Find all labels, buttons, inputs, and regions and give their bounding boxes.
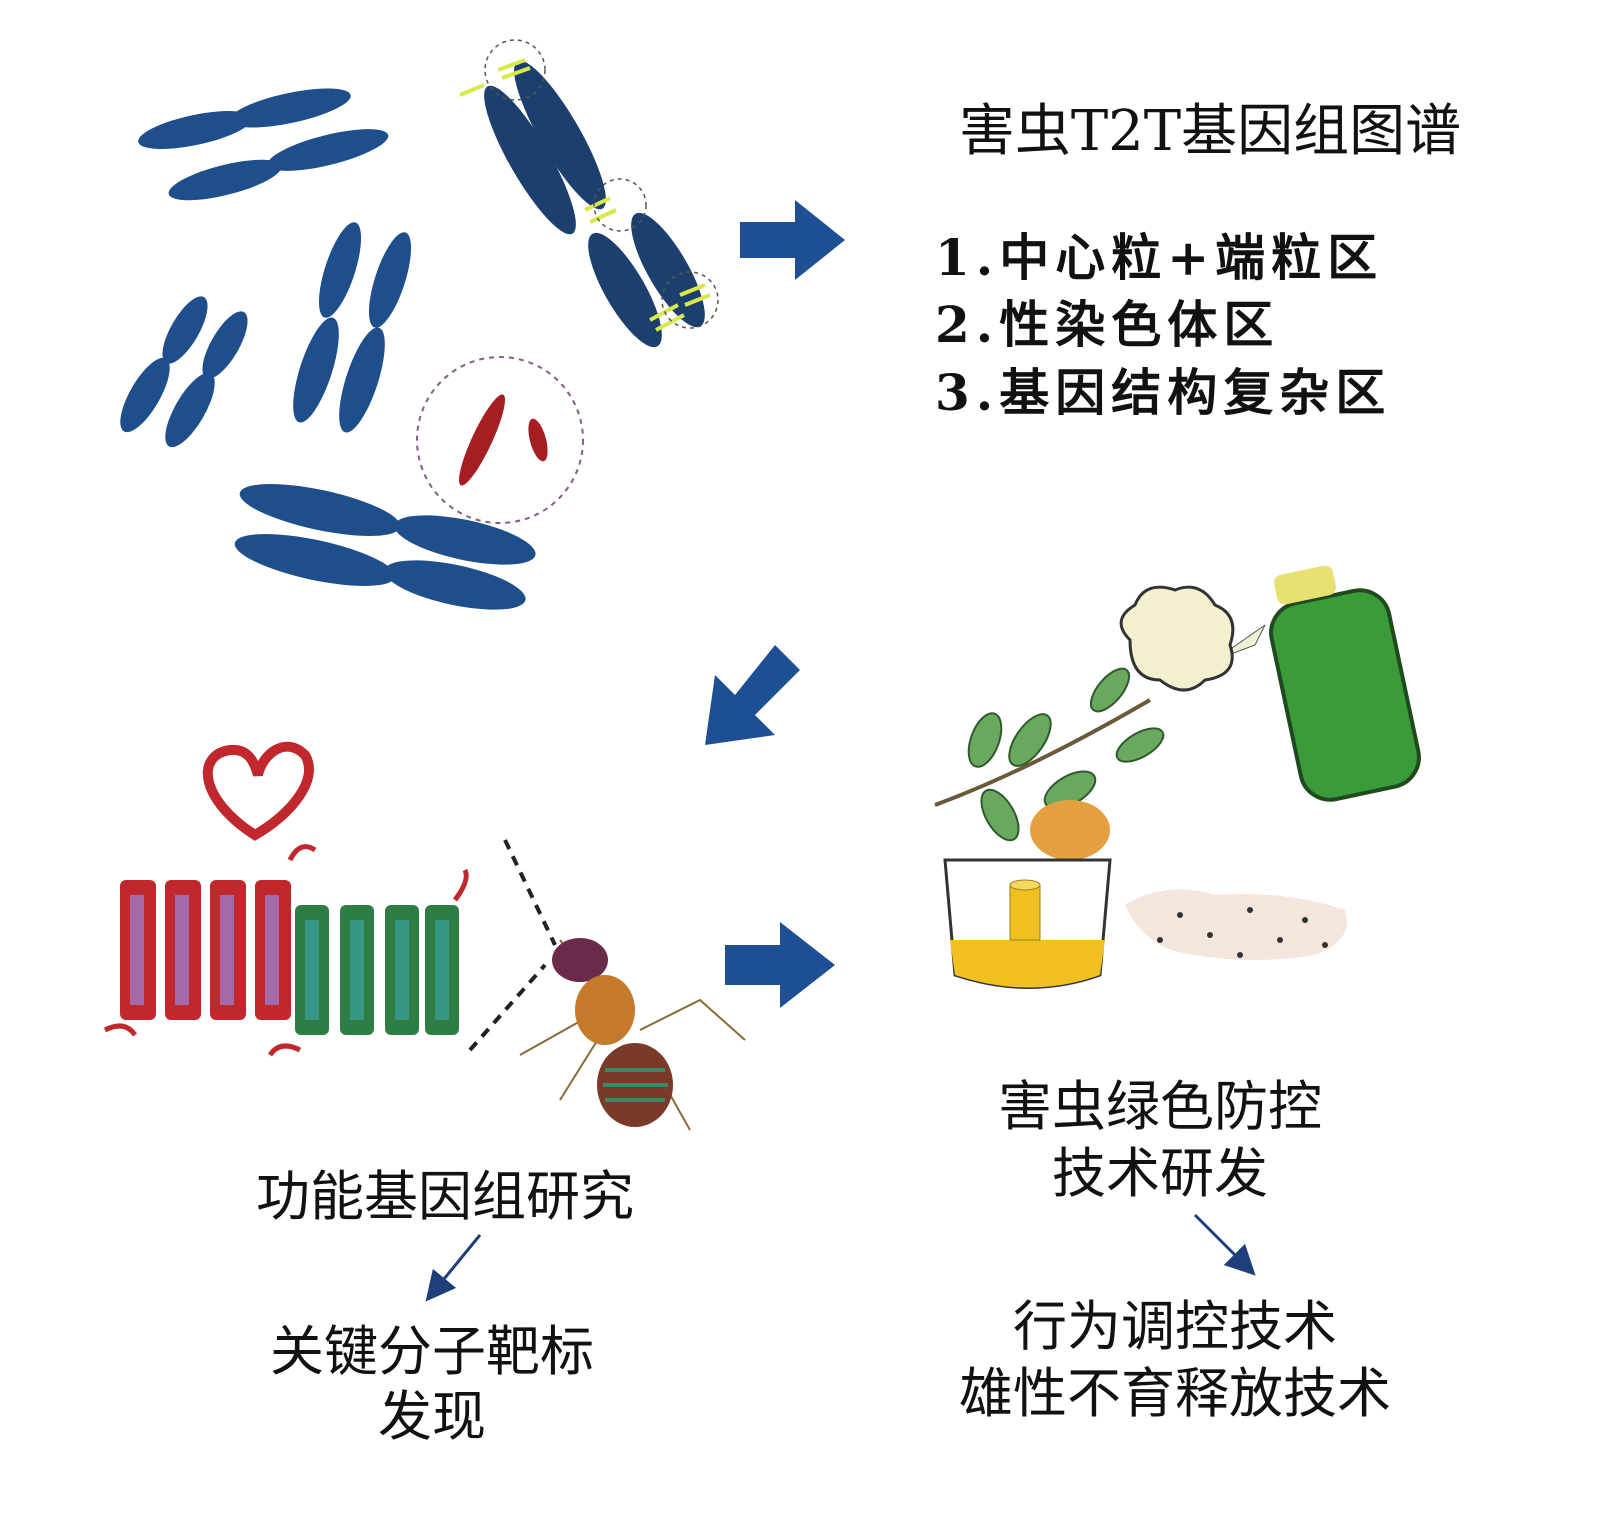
green-control-line1: 害虫绿色防控 <box>998 1075 1322 1138</box>
fruit-fly-icon <box>519 938 746 1131</box>
arrow-right-top <box>740 200 845 280</box>
chromosome-set <box>120 39 719 610</box>
molecular-targets-line1: 关键分子靶标 <box>270 1320 594 1383</box>
molecular-targets-line2: 发现 <box>378 1385 486 1448</box>
sex-chromosomes <box>416 356 584 524</box>
region-item-3: 3.基因结构复杂区 <box>935 363 1391 422</box>
insect-trap-icon <box>943 858 1112 989</box>
chromosome-pair-4 <box>234 484 536 610</box>
green-control-line2: 技术研发 <box>1052 1142 1268 1205</box>
released-insects-cloud <box>1125 889 1347 960</box>
genome-region-list: 1.中心粒+端粒区 2.性染色体区 3.基因结构复杂区 <box>935 228 1391 422</box>
ligand-heart <box>202 741 314 841</box>
highlight-circles <box>484 39 719 329</box>
spray-can-icon <box>1119 565 1421 802</box>
arrow-to-techniques <box>1193 1213 1256 1276</box>
flow-arrows <box>705 200 845 1008</box>
region-item-2: 2.性染色体区 <box>935 295 1279 354</box>
membrane-protein-illustration <box>103 741 557 1057</box>
chromosome-pair-3 <box>120 296 248 448</box>
spray-cloud <box>1119 585 1235 692</box>
arrow-right-bottom <box>725 922 835 1008</box>
arrow-down-left <box>705 645 800 745</box>
functional-genomics-label: 功能基因组研究 <box>256 1165 634 1228</box>
genome-map-title: 害虫T2T基因组图谱 <box>959 99 1461 164</box>
telomere-bands <box>459 58 711 332</box>
arrow-to-targets <box>425 1234 482 1302</box>
chromosome-pair-2 <box>293 222 412 433</box>
behavior-control-technique: 行为调控技术 <box>1013 1295 1337 1358</box>
chromosome-pair-1 <box>138 88 389 201</box>
highlighted-chromosome-pair <box>459 39 719 348</box>
receptor-green <box>295 905 459 1035</box>
fruit-branch-icon <box>934 667 1165 860</box>
sterile-male-release-technique: 雄性不育释放技术 <box>959 1362 1391 1425</box>
region-item-1: 1.中心粒+端粒区 <box>935 228 1383 287</box>
